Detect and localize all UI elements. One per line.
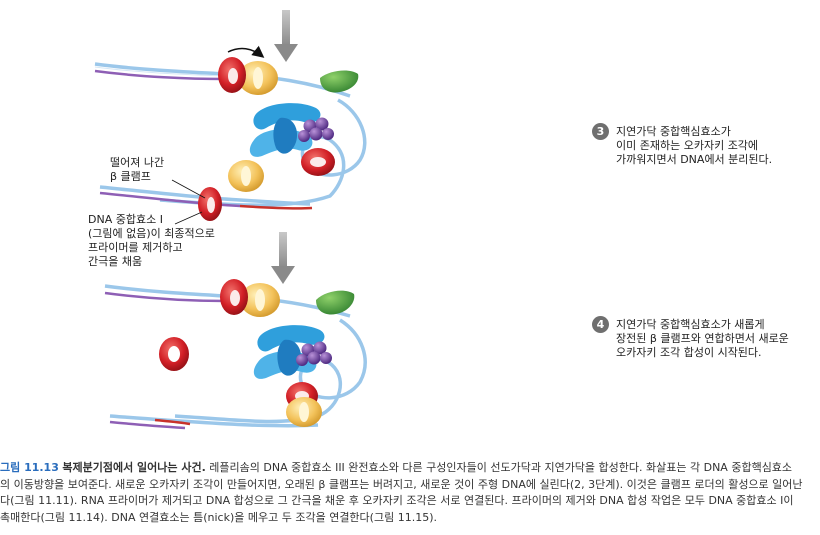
polymerase-i-label-line1: DNA 중합효소 I xyxy=(88,213,163,226)
beta-clamp-leading-2 xyxy=(220,279,248,315)
figure-caption: 그림 11.13 복제분기점에서 일어나는 사건. 레플리솜의 DNA 중합효소… xyxy=(0,460,820,526)
caption-line2: 의 이동방향을 보여준다. 새로운 오카자키 조각이 만들어지면, 오래된 β … xyxy=(0,477,803,491)
detached-clamp-label-line1: 떨어져 나간 xyxy=(110,156,165,169)
lagging-strand-lower xyxy=(99,185,311,206)
tau-subunits-bottom xyxy=(296,341,332,366)
primase-2 xyxy=(316,290,355,315)
step-3-badge: 3 xyxy=(592,123,609,140)
direction-arrow xyxy=(227,45,265,58)
polymerase-i-label-line3: 프라이머를 제거하고 xyxy=(88,241,183,254)
caption-text-1: 레플리솜의 DNA 중합효소 III 완전효소와 다른 구성인자들이 선도가닥과… xyxy=(209,461,793,474)
caption-title: 복제분기점에서 일어나는 사건. xyxy=(62,461,206,474)
beta-clamp-detached xyxy=(198,187,222,221)
caption-line1: 그림 11.13 복제분기점에서 일어나는 사건. 레플리솜의 DNA 중합효소… xyxy=(0,460,820,477)
step-4-text: 지연가닥 중합핵심효소가 새롭게 장전된 β 클램프와 연합하면서 새로운 오카… xyxy=(616,318,820,360)
helicase-2 xyxy=(240,283,280,317)
clamp-loader xyxy=(228,160,264,192)
figure-number: 그림 11.13 xyxy=(0,461,59,474)
polymerase-yellow-bottom xyxy=(286,397,322,427)
detached-clamp-label: 떨어져 나간 β 클램프 xyxy=(110,156,220,184)
caption-line3: 다(그림 11.11). RNA 프라이머가 제거되고 DNA 합성으로 그 간… xyxy=(0,494,794,507)
step-3-line1: 지연가닥 중합핵심효소가 xyxy=(616,125,731,138)
polymerase-i-label-line2: (그림에 없음)이 최종적으로 xyxy=(88,227,215,240)
polymerase-i-label: DNA 중합효소 I (그림에 없음)이 최종적으로 프라이머를 제거하고 간극… xyxy=(88,213,248,269)
leading-new-strand xyxy=(94,69,226,81)
tau-subunits-top xyxy=(298,117,334,142)
rna-primer-red xyxy=(239,204,313,210)
down-arrow-middle xyxy=(271,232,295,284)
polymerase-core-top xyxy=(249,103,321,157)
primase xyxy=(320,70,359,93)
polymerase-i-label-line4: 간극을 채움 xyxy=(88,255,143,268)
step-3-line3: 가까워지면서 DNA에서 분리된다. xyxy=(616,153,773,166)
panel-step-4 xyxy=(104,279,367,430)
step-4-line3: 오카자키 조각 합성이 시작된다. xyxy=(616,346,762,359)
panel-step-3 xyxy=(94,45,367,225)
replication-fork-diagram xyxy=(94,10,367,430)
beta-clamp-lagging-core xyxy=(301,148,335,176)
caption-line4: 촉매한다(그림 11.14). DNA 연결효소는 틈(nick)을 메우고 두… xyxy=(0,510,437,524)
down-arrow-top xyxy=(274,10,298,62)
beta-clamp-leading xyxy=(218,57,246,93)
detached-clamp-label-line2: β 클램프 xyxy=(110,170,151,183)
helicase xyxy=(238,61,278,95)
step-3-line2: 이미 존재하는 오카자키 조각에 xyxy=(616,139,759,152)
beta-clamp-free xyxy=(159,337,189,371)
step-4-line2: 장전된 β 클램프와 연합하면서 새로운 xyxy=(616,332,789,345)
step-4-line1: 지연가닥 중합핵심효소가 새롭게 xyxy=(616,318,765,331)
step-3-text: 지연가닥 중합핵심효소가 이미 존재하는 오카자키 조각에 가까워지면서 DNA… xyxy=(616,125,820,167)
step-4-badge: 4 xyxy=(592,316,609,333)
